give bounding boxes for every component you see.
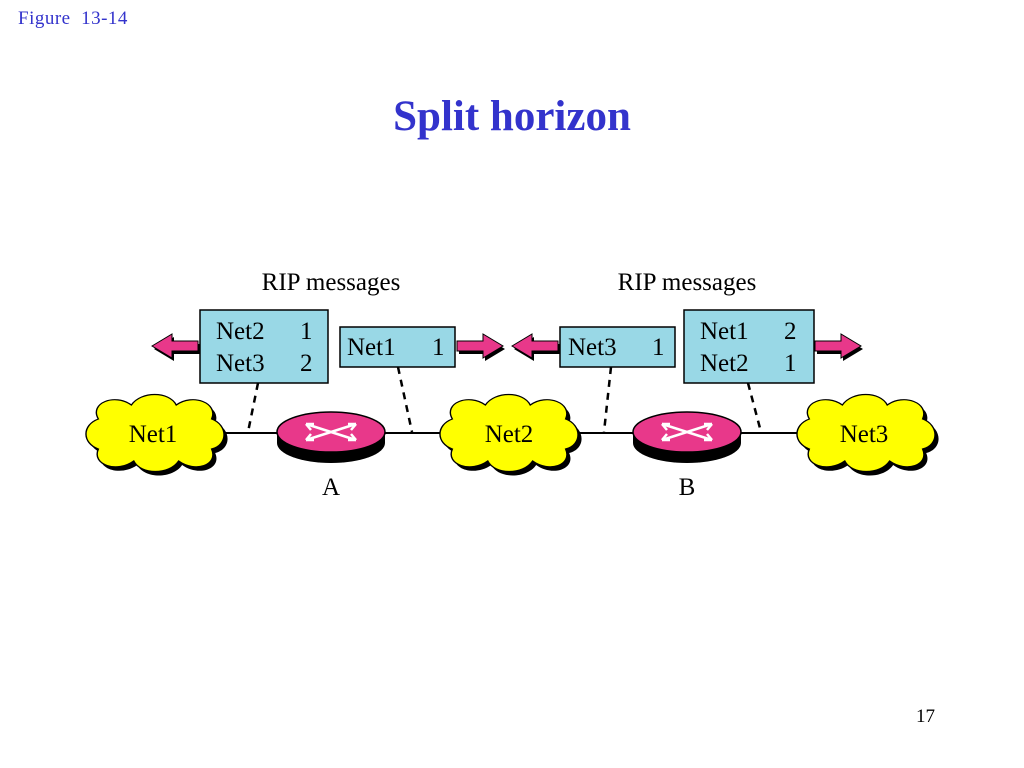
table-entry-net: Net2 — [216, 318, 265, 345]
table-entry-hops: 1 — [784, 350, 797, 377]
router-cross-icon — [305, 422, 357, 442]
left-arrow-icon — [151, 333, 200, 361]
table-entry-hops: 1 — [300, 318, 313, 345]
network-label-net1: Net1 — [129, 421, 178, 448]
table-entry-hops: 1 — [652, 334, 665, 361]
dashed-connector — [246, 382, 260, 433]
dashed-connector — [602, 366, 613, 433]
table-entry-net: Net1 — [347, 334, 396, 361]
routing-table-a-right — [339, 326, 456, 368]
dashed-connector — [746, 382, 763, 433]
table-entry-hops: 2 — [784, 318, 797, 345]
router-a — [276, 411, 386, 463]
left-arrow-icon — [511, 333, 560, 361]
table-entry-net: Net3 — [568, 334, 617, 361]
routing-table-b-left — [559, 326, 676, 368]
router-label-b: B — [679, 474, 696, 501]
rip-messages-label-right: RIP messages — [618, 269, 757, 296]
router-cross-icon — [661, 422, 713, 442]
right-arrow-icon — [456, 333, 505, 361]
routing-table-a-left — [199, 309, 329, 384]
page-title: Split horizon — [393, 93, 631, 140]
network-label-net2: Net2 — [485, 421, 534, 448]
right-arrow-icon — [814, 333, 863, 361]
routing-table-b-right — [683, 309, 815, 384]
table-entry-net: Net1 — [700, 318, 749, 345]
rip-messages-label-left: RIP messages — [262, 269, 401, 296]
page-number: 17 — [916, 706, 935, 727]
figure-label: Figure 13-14 — [18, 8, 128, 29]
table-entry-net: Net3 — [216, 350, 265, 377]
table-entry-net: Net2 — [700, 350, 749, 377]
network-label-net3: Net3 — [840, 421, 889, 448]
router-label-a: A — [322, 474, 340, 501]
router-b — [632, 411, 742, 463]
dashed-connector — [396, 366, 414, 433]
table-entry-hops: 1 — [432, 334, 445, 361]
table-entry-hops: 2 — [300, 350, 313, 377]
